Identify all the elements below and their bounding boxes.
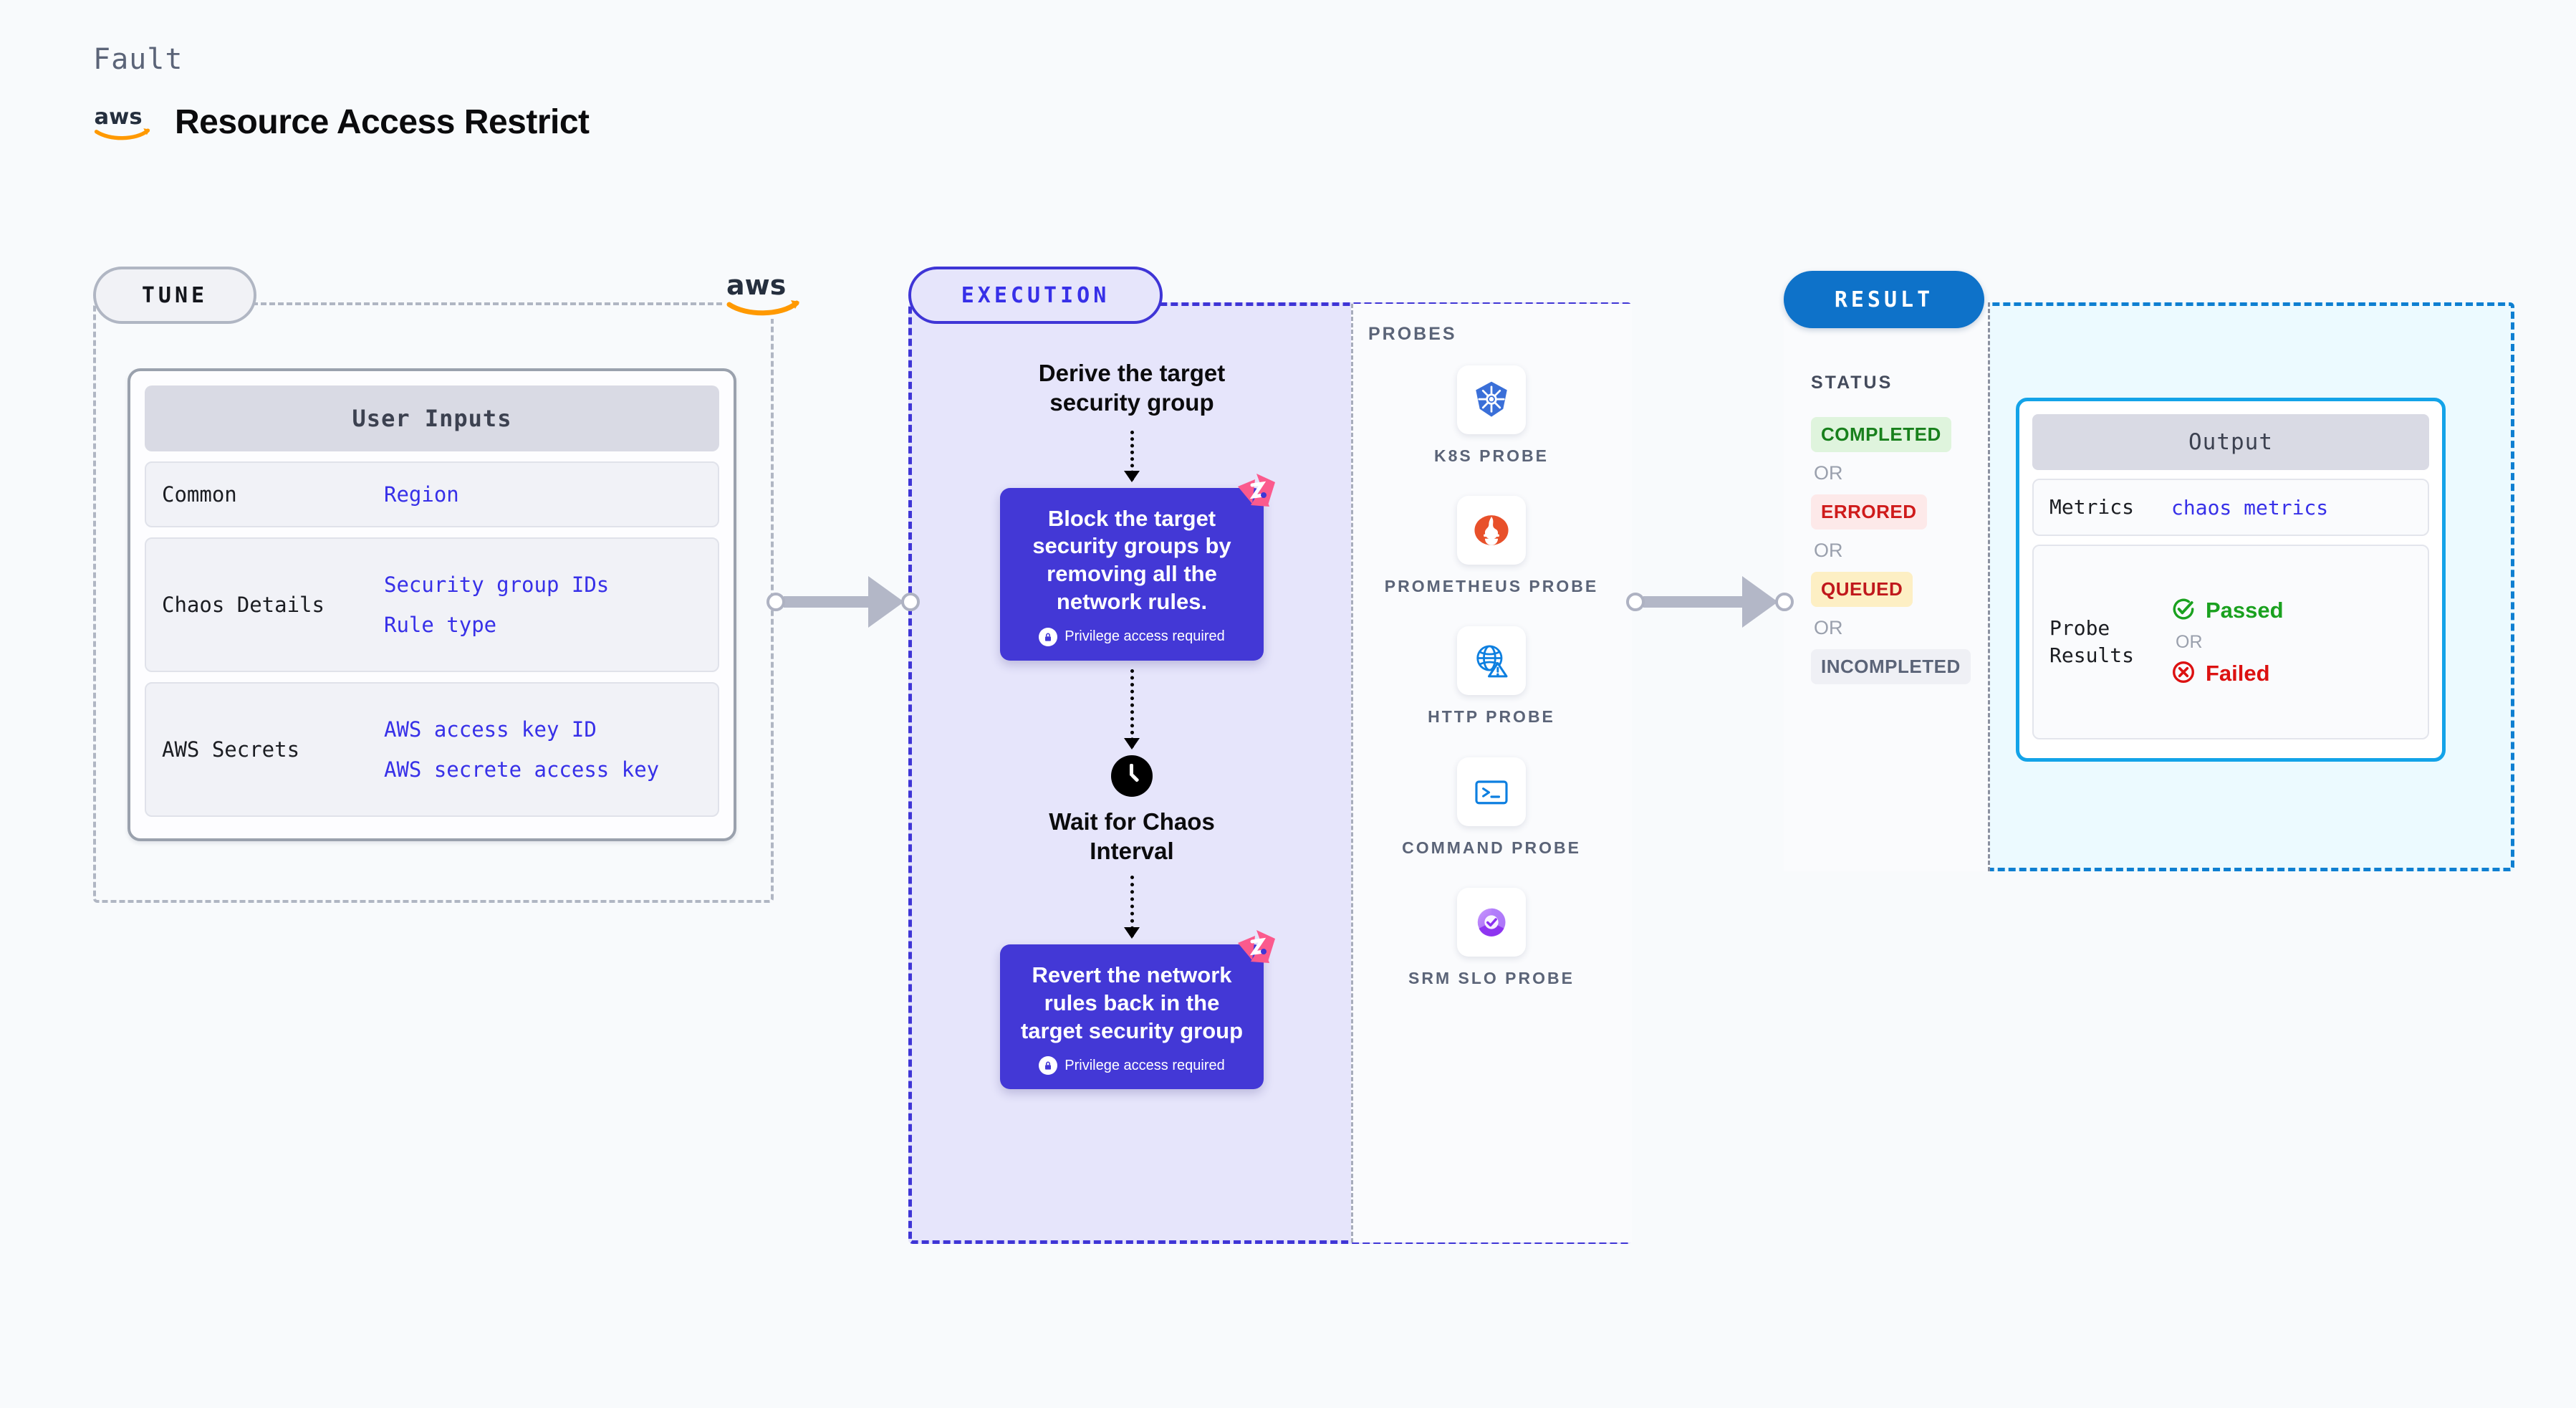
probe-item-k8s[interactable]: K8S PROBE	[1354, 365, 1629, 467]
status-or-label: OR	[1814, 617, 1843, 638]
execution-pill[interactable]: EXECUTION	[908, 267, 1163, 324]
probe-label: PROMETHEUS PROBE	[1384, 577, 1599, 596]
status-badge-completed: COMPLETED	[1811, 417, 1951, 452]
user-inputs-title: User Inputs	[145, 385, 719, 451]
connector-dot	[1626, 593, 1645, 611]
privilege-note-text: Privilege access required	[1064, 628, 1225, 644]
flow-arrow-icon	[1124, 669, 1140, 750]
flow-arrow-icon	[1124, 876, 1140, 939]
connector-arrow-icon	[868, 576, 904, 628]
tune-row-value[interactable]: AWS access key ID	[384, 717, 597, 742]
tune-row-key: Common	[162, 482, 237, 507]
connector-arrow-icon	[1742, 576, 1778, 628]
execution-box-revert[interactable]: Revert the network rules back in the tar…	[1000, 930, 1275, 1090]
flow-arrow-icon	[1124, 430, 1140, 482]
probe-result-passed: Passed	[2171, 597, 2284, 625]
status-badge-queued: QUEUED	[1811, 572, 1913, 607]
connector-execution-to-result	[1626, 570, 1794, 634]
lock-icon	[1039, 627, 1058, 646]
probes-label: PROBES	[1368, 324, 1457, 344]
srm-slo-donut-icon	[1457, 887, 1526, 957]
status-or-label: OR	[1814, 462, 1843, 484]
x-circle-icon	[2171, 660, 2196, 688]
probe-result-failed: Failed	[2171, 660, 2284, 688]
probe-item-http[interactable]: HTTP PROBE	[1354, 626, 1629, 728]
tune-row-value[interactable]: Region	[384, 482, 459, 507]
litmus-icon	[1236, 472, 1277, 508]
http-globe-warning-icon	[1457, 626, 1526, 696]
output-row-key: Metrics	[2049, 495, 2135, 519]
tune-row-key: AWS Secrets	[162, 737, 300, 762]
terminal-icon	[1457, 757, 1526, 826]
output-row-metrics: Metrics chaos metrics	[2032, 479, 2429, 536]
probe-result-or-label: OR	[2176, 631, 2203, 652]
tune-row-value[interactable]: AWS secrete access key	[384, 757, 660, 782]
connector-tune-to-execution	[766, 570, 920, 634]
fault-label: Fault	[93, 43, 183, 76]
aws-logo-icon: aws	[724, 267, 802, 319]
tune-row-key: Chaos Details	[162, 593, 325, 617]
svg-text:aws: aws	[726, 269, 786, 301]
probe-list: K8S PROBE PROMETHEUS PROBE	[1354, 365, 1629, 990]
status-label: STATUS	[1811, 373, 1893, 393]
execution-step-derive: Derive the target security group	[1038, 360, 1226, 416]
privilege-note: Privilege access required	[1016, 1056, 1248, 1076]
status-list: COMPLETED OR ERRORED OR QUEUED OR INCOMP…	[1811, 417, 1983, 684]
status-badge-errored: ERRORED	[1811, 494, 1927, 530]
status-badge-incompleted: INCOMPLETED	[1811, 649, 1971, 684]
page-header: Fault aws Resource Access Restrict	[93, 43, 590, 142]
aws-logo-icon: aws	[93, 102, 153, 142]
output-row-value[interactable]: chaos metrics	[2171, 495, 2329, 519]
connector-bar	[784, 596, 870, 608]
lock-icon	[1039, 1056, 1058, 1076]
output-card: Output Metrics chaos metrics Probe Resul…	[2016, 398, 2446, 762]
probe-item-command[interactable]: COMMAND PROBE	[1354, 757, 1629, 859]
execution-box-text: Block the target security groups by remo…	[1032, 505, 1231, 614]
probe-label: K8S PROBE	[1434, 446, 1549, 465]
check-circle-icon	[2171, 597, 2196, 625]
probe-label: HTTP PROBE	[1428, 707, 1555, 727]
prometheus-icon	[1457, 496, 1526, 565]
tune-row-chaos-details: Chaos Details Security group IDs Rule ty…	[145, 537, 719, 672]
tune-row-value[interactable]: Security group IDs	[384, 573, 610, 597]
clock-icon	[1111, 755, 1153, 797]
output-row-probe-results: Probe Results Passed OR	[2032, 545, 2429, 739]
probe-label: SRM SLO PROBE	[1408, 968, 1575, 987]
output-row-key: Probe Results	[2049, 616, 2135, 667]
tune-pill[interactable]: TUNE	[93, 267, 256, 324]
probe-result-failed-label: Failed	[2206, 661, 2270, 686]
litmus-icon	[1236, 929, 1277, 964]
result-pill[interactable]: RESULT	[1784, 271, 1984, 328]
connector-dot	[1775, 593, 1794, 611]
connector-dot	[901, 593, 920, 611]
tune-row-value[interactable]: Rule type	[384, 613, 497, 637]
output-title: Output	[2032, 414, 2429, 470]
execution-box-block[interactable]: Block the target security groups by remo…	[1000, 473, 1275, 661]
probe-label: COMMAND PROBE	[1402, 838, 1581, 857]
privilege-note-text: Privilege access required	[1064, 1057, 1225, 1073]
probe-item-srm-slo[interactable]: SRM SLO PROBE	[1354, 887, 1629, 990]
svg-text:aws: aws	[95, 105, 143, 130]
tune-row-aws-secrets: AWS Secrets AWS access key ID AWS secret…	[145, 682, 719, 817]
execution-box-text: Revert the network rules back in the tar…	[1020, 962, 1244, 1043]
connector-dot	[766, 593, 785, 611]
status-or-label: OR	[1814, 540, 1843, 561]
kubernetes-icon	[1457, 365, 1526, 434]
title-row: aws Resource Access Restrict	[93, 102, 590, 142]
privilege-note: Privilege access required	[1016, 627, 1248, 646]
execution-flow: Derive the target security group Block t…	[924, 358, 1340, 1090]
probe-result-passed-label: Passed	[2206, 598, 2284, 623]
page-title: Resource Access Restrict	[175, 102, 590, 141]
connector-bar	[1643, 596, 1744, 608]
user-inputs-card: User Inputs Common Region Chaos Details …	[128, 368, 736, 841]
execution-step-wait: Wait for Chaos Interval	[1049, 808, 1215, 864]
probe-item-prometheus[interactable]: PROMETHEUS PROBE	[1354, 496, 1629, 598]
tune-row-common: Common Region	[145, 461, 719, 527]
